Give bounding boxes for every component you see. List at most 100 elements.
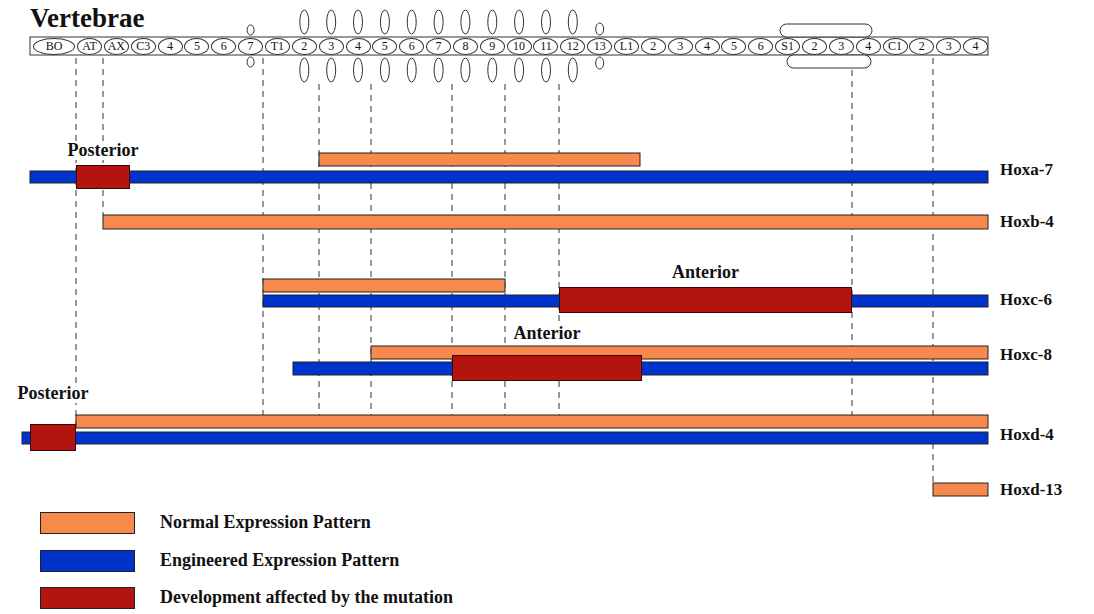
vertebra-circle: 13: [587, 38, 612, 55]
vertebra-label: 6: [758, 40, 764, 52]
normal-bar: [103, 215, 988, 229]
normal-bar: [319, 153, 640, 166]
engineered-bar: [30, 171, 988, 183]
vertebra-label: 5: [194, 40, 200, 52]
vertebra-label: 2: [919, 40, 925, 52]
legend-text: Engineered Expression Pattern: [160, 551, 399, 571]
expression-bars: [22, 153, 988, 496]
vertebra-label: 6: [409, 40, 415, 52]
vertebra-circle: C3: [131, 38, 156, 55]
vertebra-circle: 4: [346, 38, 371, 55]
vertebra-label: 3: [677, 40, 683, 52]
rib-oval: [542, 10, 551, 34]
vertebra-circle: 4: [158, 38, 183, 55]
normal-bar: [76, 415, 988, 428]
legend-swatch: [40, 550, 135, 572]
rib-oval: [434, 10, 443, 34]
rib-oval: [354, 10, 363, 34]
vertebra-label: AT: [82, 40, 97, 52]
vertebra-label: 2: [650, 40, 656, 52]
vertebra-label: 4: [167, 40, 173, 52]
vertebra-circle: 2: [292, 38, 317, 55]
vertebra-circle: AT: [77, 38, 102, 55]
normal-bar: [263, 279, 505, 292]
rib-oval: [327, 58, 336, 82]
rib-oval: [488, 10, 497, 34]
vertebra-circle: 7: [426, 38, 451, 55]
legend-swatch: [40, 587, 135, 609]
gene-label: Hoxb-4: [1000, 213, 1054, 232]
rib-oval: [542, 58, 551, 82]
legend-swatch: [40, 512, 135, 534]
gene-label: Hoxd-4: [1000, 426, 1054, 445]
vertebra-circle: 10: [507, 38, 532, 55]
vertebra-circle: 4: [963, 38, 988, 55]
diagram-title: Vertebrae: [30, 4, 144, 34]
vertebra-circle: 7: [238, 38, 263, 55]
rib-oval: [354, 58, 363, 82]
vertebra-circle: T1: [265, 38, 290, 55]
vertebra-label: 5: [382, 40, 388, 52]
vertebra-circle: 6: [748, 38, 773, 55]
vertebra-circle: L1: [614, 38, 639, 55]
legend-text: Development affected by the mutation: [160, 588, 453, 608]
rib-oval: [515, 58, 524, 82]
rib-oval: [407, 58, 416, 82]
rib-oval: [380, 58, 389, 82]
vertebra-label: 6: [221, 40, 227, 52]
vertebra-label: BO: [46, 40, 63, 52]
rib-oval: [568, 10, 577, 34]
vertebra-circle: BO: [33, 38, 75, 55]
rib-oval: [596, 57, 604, 69]
vertebra-label: 3: [838, 40, 844, 52]
rib-oval: [488, 58, 497, 82]
vertebra-circle: 6: [211, 38, 236, 55]
rib-oval: [596, 23, 604, 35]
vertebra-label: 7: [248, 40, 254, 52]
gene-label: Hoxc-6: [1000, 291, 1052, 310]
vertebra-label: S1: [781, 40, 794, 52]
vertebra-circle: S1: [775, 38, 800, 55]
vertebra-circle: 3: [319, 38, 344, 55]
rib-oval: [300, 58, 309, 82]
vertebra-label: 4: [704, 40, 710, 52]
vertebra-circle: 12: [560, 38, 585, 55]
rib-oval: [407, 10, 416, 34]
vertebra-label: C1: [888, 40, 902, 52]
effect-label: Posterior: [66, 141, 141, 160]
vertebra-label: 2: [301, 40, 307, 52]
vertebra-circle: 5: [721, 38, 746, 55]
vertebra-circle: 3: [829, 38, 854, 55]
gene-label: Hoxc-8: [1000, 346, 1052, 365]
vertebra-label: 12: [567, 40, 579, 52]
dashed-guide: [103, 58, 104, 215]
gene-label: Hoxa-7: [1000, 161, 1053, 180]
vertebra-label: AX: [108, 40, 125, 52]
mutation-effect-box: Anterior: [559, 287, 852, 313]
sacral-pill: [787, 55, 871, 68]
vertebra-label: C3: [136, 40, 150, 52]
effect-label: Posterior: [16, 384, 91, 403]
vertebra-circle: 4: [856, 38, 881, 55]
vertebra-label: 11: [540, 40, 552, 52]
vertebra-label: T1: [271, 40, 284, 52]
rib-oval: [461, 10, 470, 34]
rib-oval: [380, 10, 389, 34]
vertebra-label: 4: [973, 40, 979, 52]
vertebra-label: L1: [620, 40, 633, 52]
vertebra-circle: 5: [372, 38, 397, 55]
vertebra-label: 4: [865, 40, 871, 52]
vertebra-label: 2: [811, 40, 817, 52]
rib-oval: [247, 57, 254, 67]
vertebra-circle: 11: [533, 38, 558, 55]
vertebrae-strip: [30, 37, 988, 55]
engineered-bar: [22, 432, 988, 444]
rib-oval: [300, 10, 309, 34]
rib-oval: [327, 10, 336, 34]
vertebra-circle: 8: [453, 38, 478, 55]
rib-oval: [461, 58, 470, 82]
vertebra-label: 5: [731, 40, 737, 52]
mutation-effect-box: Posterior: [76, 165, 130, 189]
vertebra-circle: 2: [909, 38, 934, 55]
